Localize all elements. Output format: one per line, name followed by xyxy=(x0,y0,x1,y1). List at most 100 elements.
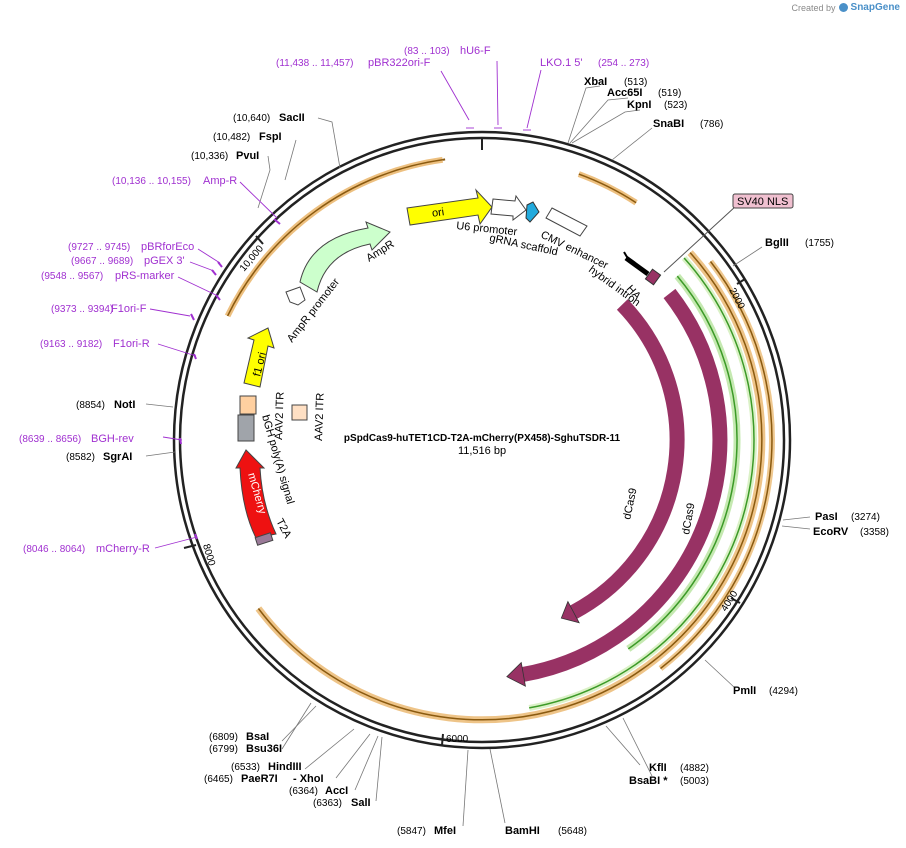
primer-amp-r-pos: (10,136 .. 10,155) xyxy=(112,176,191,187)
tick-6000: 6000 xyxy=(441,733,469,746)
primer-mcherry-r: mCherry-R xyxy=(96,543,150,555)
plasmid-name: pSpdCas9-huTET1CD-T2A-mCherry(PX458)-Sgh… xyxy=(344,433,621,444)
t2a-label: T2A xyxy=(273,517,293,541)
site-fspi-pos: (10,482) xyxy=(213,132,250,143)
dcas9-outer-band xyxy=(521,288,728,682)
site-sgrai: SgrAI xyxy=(103,451,132,463)
primer-mcherry-r-pos: (8046 .. 8064) xyxy=(23,544,85,555)
site-bsai-pos: (6809) xyxy=(209,732,238,743)
f1-ori-feature xyxy=(243,327,275,388)
primer-pgex3: pGEX 3' xyxy=(144,255,185,267)
site-sgrai-pos: (8582) xyxy=(66,452,95,463)
primer-hu6-f-pos: (83 .. 103) xyxy=(404,46,450,57)
primer-f1ori-f: F1ori-F xyxy=(111,303,147,315)
site-bglii-pos: (1755) xyxy=(805,238,834,249)
aav2-itr-left-feature xyxy=(239,395,257,415)
site-snabi: SnaBI xyxy=(653,118,684,130)
site-bsu36i-pos: (6799) xyxy=(209,744,238,755)
primer-f1ori-r-pos: (9163 .. 9182) xyxy=(40,339,102,350)
dcas9-outer-label: dCas9 xyxy=(680,502,697,535)
ampr-feature xyxy=(299,221,391,293)
site-sacii: SacII xyxy=(279,112,305,124)
primer-pbrforeco: pBRforEco xyxy=(141,241,194,253)
site-ecorv: EcoRV xyxy=(813,526,849,538)
site-leaders xyxy=(145,85,811,827)
site-ecorv-pos: (3358) xyxy=(860,527,889,538)
ori-feature xyxy=(406,188,493,226)
green-feature-bands xyxy=(528,255,757,711)
site-bsu36i: Bsu36I xyxy=(246,743,282,755)
sv40-nls-label: SV40 NLS xyxy=(737,196,788,208)
site-bamhi-pos: (5648) xyxy=(558,826,587,837)
ha-feature xyxy=(644,268,662,286)
site-pasi: PasI xyxy=(815,511,838,523)
ampr-promoter-feature xyxy=(285,286,306,306)
t2a-feature xyxy=(254,532,274,546)
site-acc65i: Acc65I xyxy=(607,87,642,99)
primer-bgh-rev: BGH-rev xyxy=(91,433,134,445)
orf-band-top-left-core xyxy=(226,159,443,317)
site-bsabi: BsaBI * xyxy=(629,775,668,787)
site-bsabi-pos: (5003) xyxy=(680,776,709,787)
primer-f1ori-r: F1ori-R xyxy=(113,338,150,350)
site-pasi-pos: (3274) xyxy=(851,512,880,523)
ori-label: ori xyxy=(431,206,445,220)
dcas9-inner-band xyxy=(569,299,685,619)
primer-leaders xyxy=(149,60,542,549)
site-pmli: PmlI xyxy=(733,685,756,697)
site-xhoi: - XhoI xyxy=(293,773,324,785)
brand-watermark: Created by SnapGene xyxy=(792,2,901,13)
site-bsai: BsaI xyxy=(246,731,269,743)
primer-prs-marker-pos: (9548 .. 9567) xyxy=(41,271,103,282)
primer-marks xyxy=(179,218,281,540)
primer-pgex3-pos: (9667 .. 9689) xyxy=(71,256,133,267)
orf-band-top-right xyxy=(577,171,638,206)
site-pvui: PvuI xyxy=(236,150,259,162)
site-acci: AccI xyxy=(325,785,348,797)
site-xbai: XbaI xyxy=(584,76,607,88)
site-noti-pos: (8854) xyxy=(76,400,105,411)
f1-ori-label: f1 ori xyxy=(251,351,269,378)
site-noti: NotI xyxy=(114,399,135,411)
site-paer7i-pos: (6465) xyxy=(204,774,233,785)
site-fspi: FspI xyxy=(259,131,282,143)
hybrid-intron-cap xyxy=(623,251,631,263)
dcas9-outer-arrowhead xyxy=(506,661,526,687)
brand-prefix: Created by xyxy=(791,2,836,13)
sv40-nls-box xyxy=(732,193,794,209)
site-sali: SalI xyxy=(351,797,371,809)
site-snabi-pos: (786) xyxy=(700,119,723,130)
site-mfei-pos: (5847) xyxy=(397,826,426,837)
dcas9-features xyxy=(506,288,728,687)
tick-4000: 4000 xyxy=(719,589,740,614)
green-band-long-core xyxy=(529,257,755,709)
restriction-site-labels: XbaI (513) Acc65I (519) KpnI (523) SnaBI… xyxy=(66,76,889,837)
cmv-enhancer-feature xyxy=(545,207,588,237)
backbone-outer-ring xyxy=(172,130,792,750)
dcas9-inner-label: dCas9 xyxy=(621,487,639,521)
u6-promoter-feature xyxy=(490,194,527,222)
primer-amp-r: Amp-R xyxy=(203,175,237,187)
primer-f1ori-f-pos: (9373 .. 9394) xyxy=(51,304,113,315)
site-paer7i: PaeR7I xyxy=(241,773,278,785)
sv40-nls-leader xyxy=(663,205,737,273)
aav2-itr-left-label: AAV2 ITR xyxy=(273,392,287,441)
primer-prs-marker: pRS-marker xyxy=(115,270,175,282)
site-kpni-pos: (523) xyxy=(664,100,687,111)
site-bamhi: BamHI xyxy=(505,825,540,837)
site-hindiii-pos: (6533) xyxy=(231,762,260,773)
primer-bgh-rev-pos: (8639 .. 8656) xyxy=(19,434,81,445)
primer-lko1-pos: (254 .. 273) xyxy=(598,58,649,69)
primer-hu6-f: hU6-F xyxy=(460,45,491,57)
orf-bands xyxy=(224,156,775,724)
bgh-polya-feature xyxy=(237,414,255,442)
site-kfli-pos: (4882) xyxy=(680,763,709,774)
orf-band-top-right-core xyxy=(578,173,637,204)
site-mfei: MfeI xyxy=(434,825,456,837)
primer-pbr322ori-f: pBR322ori-F xyxy=(368,57,431,69)
dcas9-inner-arrowhead xyxy=(560,600,580,624)
site-bglii: BglII xyxy=(765,237,789,249)
site-xbai-pos: (513) xyxy=(624,77,647,88)
aav2-itr-right-feature xyxy=(291,404,308,421)
